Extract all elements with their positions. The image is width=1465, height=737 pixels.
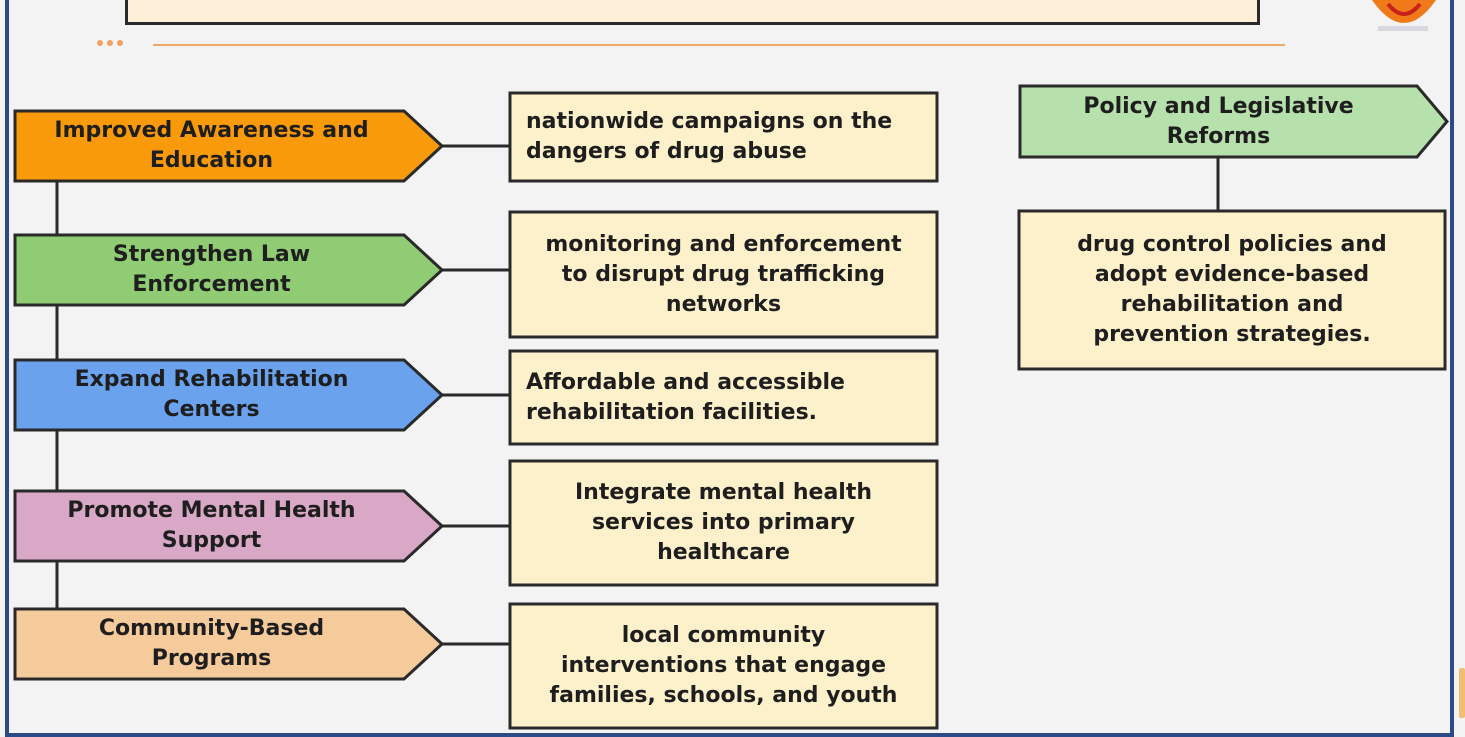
strategy-description-line: interventions that engage bbox=[560, 653, 887, 678]
strategy-title-line: Centers bbox=[163, 397, 260, 422]
strategy-description: Affordable and accessible rehabilitation … bbox=[510, 351, 937, 444]
accent-rule bbox=[153, 44, 1285, 46]
policy-description-box bbox=[1017, 209, 1447, 371]
policy-description-line: prevention strategies. bbox=[1093, 322, 1371, 347]
policy-title-line: Policy and Legislative bbox=[1083, 93, 1354, 119]
strategy-description-line: nationwide campaigns on the bbox=[526, 109, 893, 134]
strategy-title-line: Programs bbox=[151, 646, 272, 671]
decorative-dots bbox=[97, 40, 123, 46]
strategy-description-line: Affordable and accessible bbox=[526, 369, 845, 395]
strategy-arrow bbox=[13, 489, 445, 563]
strategy-title-line: Expand Rehabilitation bbox=[74, 367, 349, 392]
slide-title-box bbox=[125, 0, 1260, 25]
strategy-title-line: Community-Based bbox=[98, 616, 325, 641]
policy-arrow bbox=[1018, 84, 1449, 159]
strategy-description-line: dangers of drug abuse bbox=[526, 139, 807, 164]
strategy-description-line: to disrupt drug trafficking bbox=[561, 261, 886, 287]
strategy-arrow bbox=[13, 233, 445, 307]
strategy-description-line: families, schools, and youth bbox=[549, 683, 898, 708]
policy-title-line: Reforms bbox=[1166, 123, 1271, 149]
description-box bbox=[508, 602, 939, 730]
strategy-description: nationwide campaigns on the dangers of dr… bbox=[510, 93, 937, 181]
description-box bbox=[508, 210, 939, 339]
strategy-description-line: monitoring and enforcement bbox=[545, 231, 902, 257]
strategy-title-line: Support bbox=[161, 528, 262, 553]
description-box bbox=[508, 349, 939, 446]
strategy-description-line: local community bbox=[621, 623, 826, 648]
strategy-description: monitoring and enforcement to disrupt dru… bbox=[510, 212, 937, 337]
policy-description: drug control policies and adopt evidence-… bbox=[1019, 211, 1445, 369]
description-box bbox=[508, 459, 939, 587]
description-box bbox=[508, 91, 939, 183]
policy-description-line: adopt evidence-based bbox=[1094, 262, 1370, 287]
strategy-title-line: Strengthen Law bbox=[112, 242, 311, 267]
strategy-arrow bbox=[13, 358, 445, 432]
strategy-arrow bbox=[13, 109, 445, 183]
policy-description-line: rehabilitation and bbox=[1120, 292, 1344, 317]
strategy-description-line: networks bbox=[665, 291, 782, 317]
strategy-description-line: rehabilitation facilities. bbox=[526, 399, 818, 425]
strategy-title-line: Improved Awareness and bbox=[54, 118, 369, 143]
strategy-title-line: Promote Mental Health bbox=[67, 498, 356, 523]
brand-logo-icon bbox=[1372, 0, 1436, 31]
strategy-description-line: healthcare bbox=[657, 540, 790, 565]
strategy-title-line: Enforcement bbox=[132, 272, 291, 297]
strategy-description: Integrate mental health services into pri… bbox=[510, 461, 937, 585]
strategy-title-line: Education bbox=[149, 148, 274, 173]
strategy-description-line: Integrate mental health bbox=[574, 480, 873, 505]
strategy-description-line: services into primary bbox=[591, 510, 856, 535]
edge-marker bbox=[1459, 668, 1465, 718]
policy-description-line: drug control policies and bbox=[1077, 232, 1387, 257]
strategy-arrow bbox=[13, 607, 445, 681]
strategy-description: local community interventions that engage… bbox=[510, 604, 937, 728]
